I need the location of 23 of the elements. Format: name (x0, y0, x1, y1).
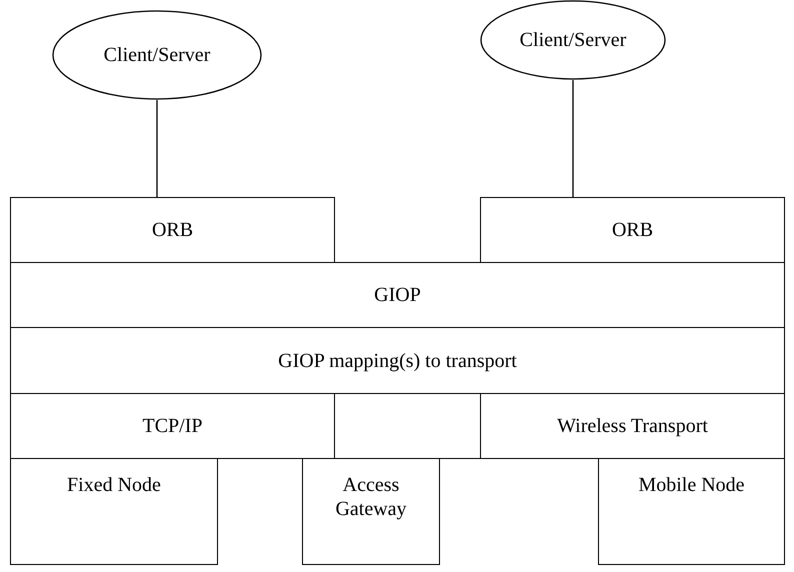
ellipse-node (52, 10, 262, 100)
layer-box (480, 197, 785, 263)
node-label: ORB (152, 218, 194, 242)
layer-box (598, 458, 785, 565)
ellipse-node (480, 0, 666, 80)
layer-box (302, 458, 440, 565)
layer-box (480, 393, 785, 459)
node-label: Client/Server (104, 43, 210, 67)
layer-box (10, 327, 785, 394)
connector-line (572, 80, 574, 197)
node-label: GIOP mapping(s) to transport (278, 348, 517, 372)
node-label: TCP/IP (142, 414, 203, 438)
layer-box (10, 197, 335, 263)
layer-box (10, 262, 785, 328)
node-label: Fixed Node (67, 473, 161, 497)
node-label: GIOP (374, 283, 421, 307)
node-label: Access Gateway (334, 473, 408, 521)
node-label: Wireless Transport (557, 414, 708, 438)
connector-line (156, 100, 158, 197)
layer-box (10, 458, 218, 565)
node-label: Mobile Node (638, 473, 745, 497)
node-label: Client/Server (520, 28, 626, 52)
node-label: ORB (612, 218, 654, 242)
